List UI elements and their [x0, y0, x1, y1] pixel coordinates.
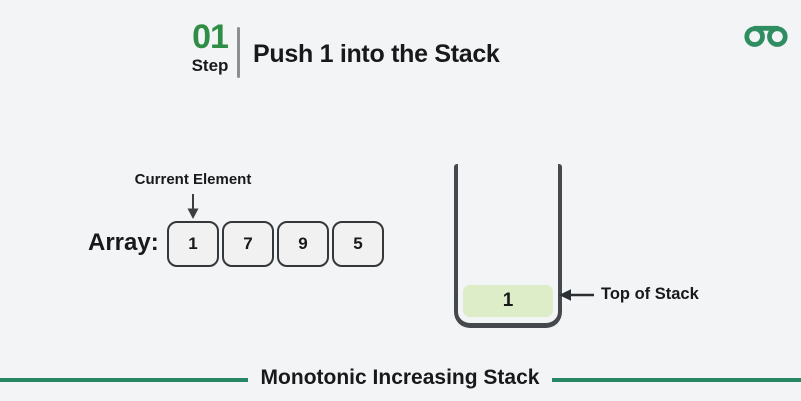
header-divider	[237, 27, 240, 78]
current-element-label: Current Element	[134, 171, 252, 188]
left-arrow-icon	[559, 289, 594, 301]
stack-container: 1	[454, 164, 562, 328]
footer-caption: Monotonic Increasing Stack	[260, 366, 540, 389]
step-block: 01 Step	[184, 20, 236, 74]
step-label: Step	[191, 56, 229, 75]
down-arrow-icon	[187, 194, 199, 219]
geeksforgeeks-logo-icon	[744, 25, 788, 47]
array-element: 7	[222, 221, 274, 267]
array-element: 1	[167, 221, 219, 267]
step-number: 01	[192, 18, 229, 56]
footer-line-left	[0, 378, 248, 382]
stack-item: 1	[463, 285, 553, 317]
page-title: Push 1 into the Stack	[253, 40, 500, 68]
top-of-stack-label: Top of Stack	[601, 285, 699, 303]
array-element: 5	[332, 221, 384, 267]
array-element: 9	[277, 221, 329, 267]
footer-line-right	[552, 378, 801, 382]
array-label: Array:	[88, 229, 159, 256]
